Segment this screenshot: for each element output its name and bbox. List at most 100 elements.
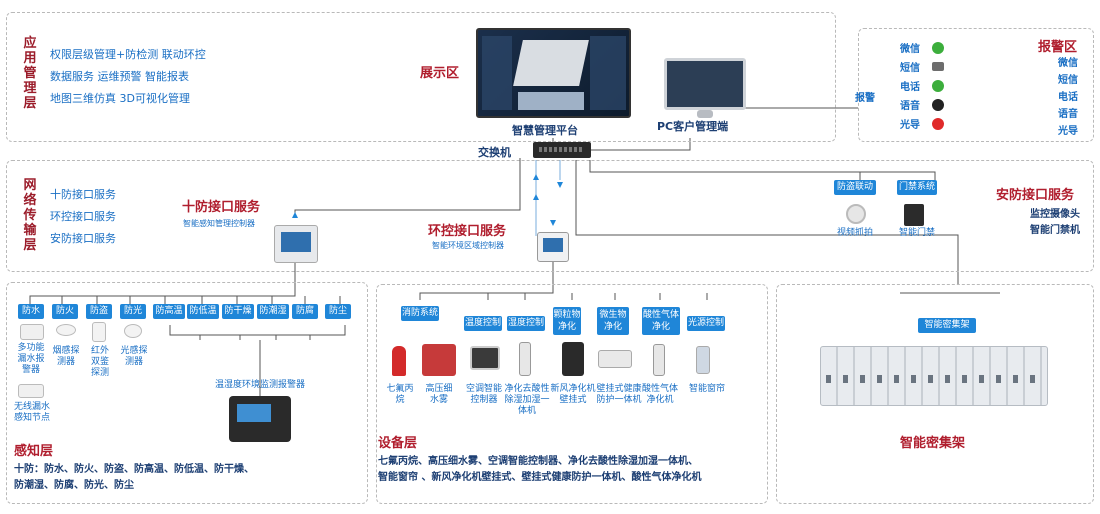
env-alarm-caption: 温湿度环境监测报警器 [214,380,305,390]
leak-alarm-device [20,324,44,340]
env-iface-sub: 智能环境区域控制器 [432,241,504,250]
sec-caption: 视频抓拍 [836,228,873,238]
sec-iface-item: 监控摄像头 [1030,209,1080,220]
fresh-air-device [562,342,584,376]
sense-summary: 防潮湿、防腐、防光、防尘 [14,480,134,491]
water-mist-device [422,344,456,376]
env-controller-device [537,232,569,262]
sense-device-caption: 多功能漏水报警器 [17,343,45,375]
sense-device-caption: 红外双鉴探测 [90,346,109,378]
alarm-right-item: 语音 [1058,109,1078,120]
alarm-right-item: 微信 [1058,58,1078,69]
sense-tag: 防潮湿 [257,304,289,319]
equip-caption: 智能窗帘 [688,384,725,394]
equip-title: 设备层 [378,436,418,451]
equip-caption: 壁挂式健康防护一体机 [596,384,642,405]
env-iface-title: 环控接口服务 [428,224,507,239]
sense-tag: 防低温 [187,304,219,319]
network-item: 环控接口服务 [50,210,116,223]
ten-iface-title: 十防接口服务 [182,200,261,215]
sec-iface-item: 智能门禁机 [1030,225,1080,236]
sense-tag: 防光 [120,304,146,319]
equip-summary: 七氟丙烷、高压细水雾、空调智能控制器、净化去酸性除湿加湿一体机、 [378,456,698,467]
equip-caption: 高压细水雾 [425,384,453,405]
app-layer-item: 权限层级管理+防检测 联动环控 [50,48,206,61]
sec-tag: 防盗联动 [834,180,876,195]
app-layer-item: 数据服务 运维预警 智能报表 [50,70,189,83]
pc-monitor [664,58,746,110]
acid-gas-device [653,344,665,376]
equip-caption: 净化去酸性除湿加湿一体机 [504,384,550,416]
equip-tag: 颗粒物净化 [553,307,581,335]
dense-shelf-device [820,346,1048,406]
equip-caption: 新风净化机壁挂式 [550,384,596,405]
equip-caption: 酸性气体净化机 [642,384,679,405]
equip-fire-tag: 消防系统 [401,306,439,321]
ten-controller-device [274,225,318,263]
equip-tag: 微生物净化 [597,307,629,335]
sense-tag: 防水 [18,304,44,319]
network-switch [533,142,591,158]
shelf-tag: 智能密集架 [918,318,976,333]
env-alarm-device [229,396,291,442]
infrared-detector-device [92,322,106,342]
voice-icon [932,99,944,111]
equip-tag: 湿度控制 [507,316,545,331]
shelf-box [776,284,1094,504]
platform-label: 智慧管理平台 [512,124,578,137]
sense-tag: 防火 [52,304,78,319]
light-detector-device [124,324,142,338]
sense-tag: 防腐 [292,304,318,319]
network-item: 安防接口服务 [50,232,116,245]
app-layer-title: 应用管理层 [23,36,37,111]
sense-title: 感知层 [14,444,54,459]
sec-tag: 门禁系统 [897,180,937,195]
alarm-channel-label: 电话 [900,82,920,93]
app-layer-box [6,12,836,142]
equip-tag: 温度控制 [464,316,502,331]
fire-cylinder-device [392,346,406,376]
equip-tag: 酸性气体净化 [642,307,680,335]
door-access-device [904,204,924,226]
equip-tag: 光源控制 [687,316,725,331]
sms-icon [932,62,944,71]
display-title: 展示区 [420,66,460,81]
sense-tag: 防盗 [86,304,112,319]
equip-summary: 智能窗帘 、新风净化机壁挂式、壁挂式健康防护一体机、酸性气体净化机 [378,472,702,483]
app-layer-item: 地图三维仿真 3D可视化管理 [50,92,190,105]
network-layer-box [6,160,1094,272]
dehumidifier-device [519,342,531,376]
sense-device-caption: 烟感探测器 [52,346,80,367]
light-alarm-icon [932,118,944,130]
alarm-channel-label: 微信 [900,44,920,55]
network-layer-title: 网络传输层 [23,178,37,253]
sense-tag: 防尘 [325,304,351,319]
camera-icon [846,204,866,224]
sense-layer-box [6,282,368,504]
phone-icon [932,80,944,92]
ac-controller-device [470,346,500,370]
equip-caption: 七氟丙烷 [386,384,414,405]
alarm-channel-label: 语音 [900,101,920,112]
wireless-caption: 无线漏水感知节点 [13,402,50,423]
wireless-leak-node-device [18,384,44,398]
alarm-right-item: 光导 [1058,126,1078,137]
pc-stand [697,110,713,118]
alarm-channel-label: 短信 [900,63,920,74]
sense-device-caption: 光感探测器 [120,346,148,367]
sense-tag: 防干燥 [222,304,254,319]
wechat-icon [932,42,944,54]
alarm-label: 报警 [855,93,875,104]
alarm-right-item: 短信 [1058,75,1078,86]
sec-caption: 智能门禁 [898,228,935,238]
health-protect-device [598,350,632,368]
alarm-box [858,28,1094,142]
alarm-title: 报警区 [1038,40,1078,55]
equip-caption: 空调智能控制器 [465,384,502,405]
sec-iface-title: 安防接口服务 [996,188,1075,203]
equip-layer-box [376,284,768,504]
sense-tag: 防高温 [153,304,185,319]
alarm-channel-label: 光导 [900,120,920,131]
ten-iface-sub: 智能感知管理控制器 [183,219,255,228]
